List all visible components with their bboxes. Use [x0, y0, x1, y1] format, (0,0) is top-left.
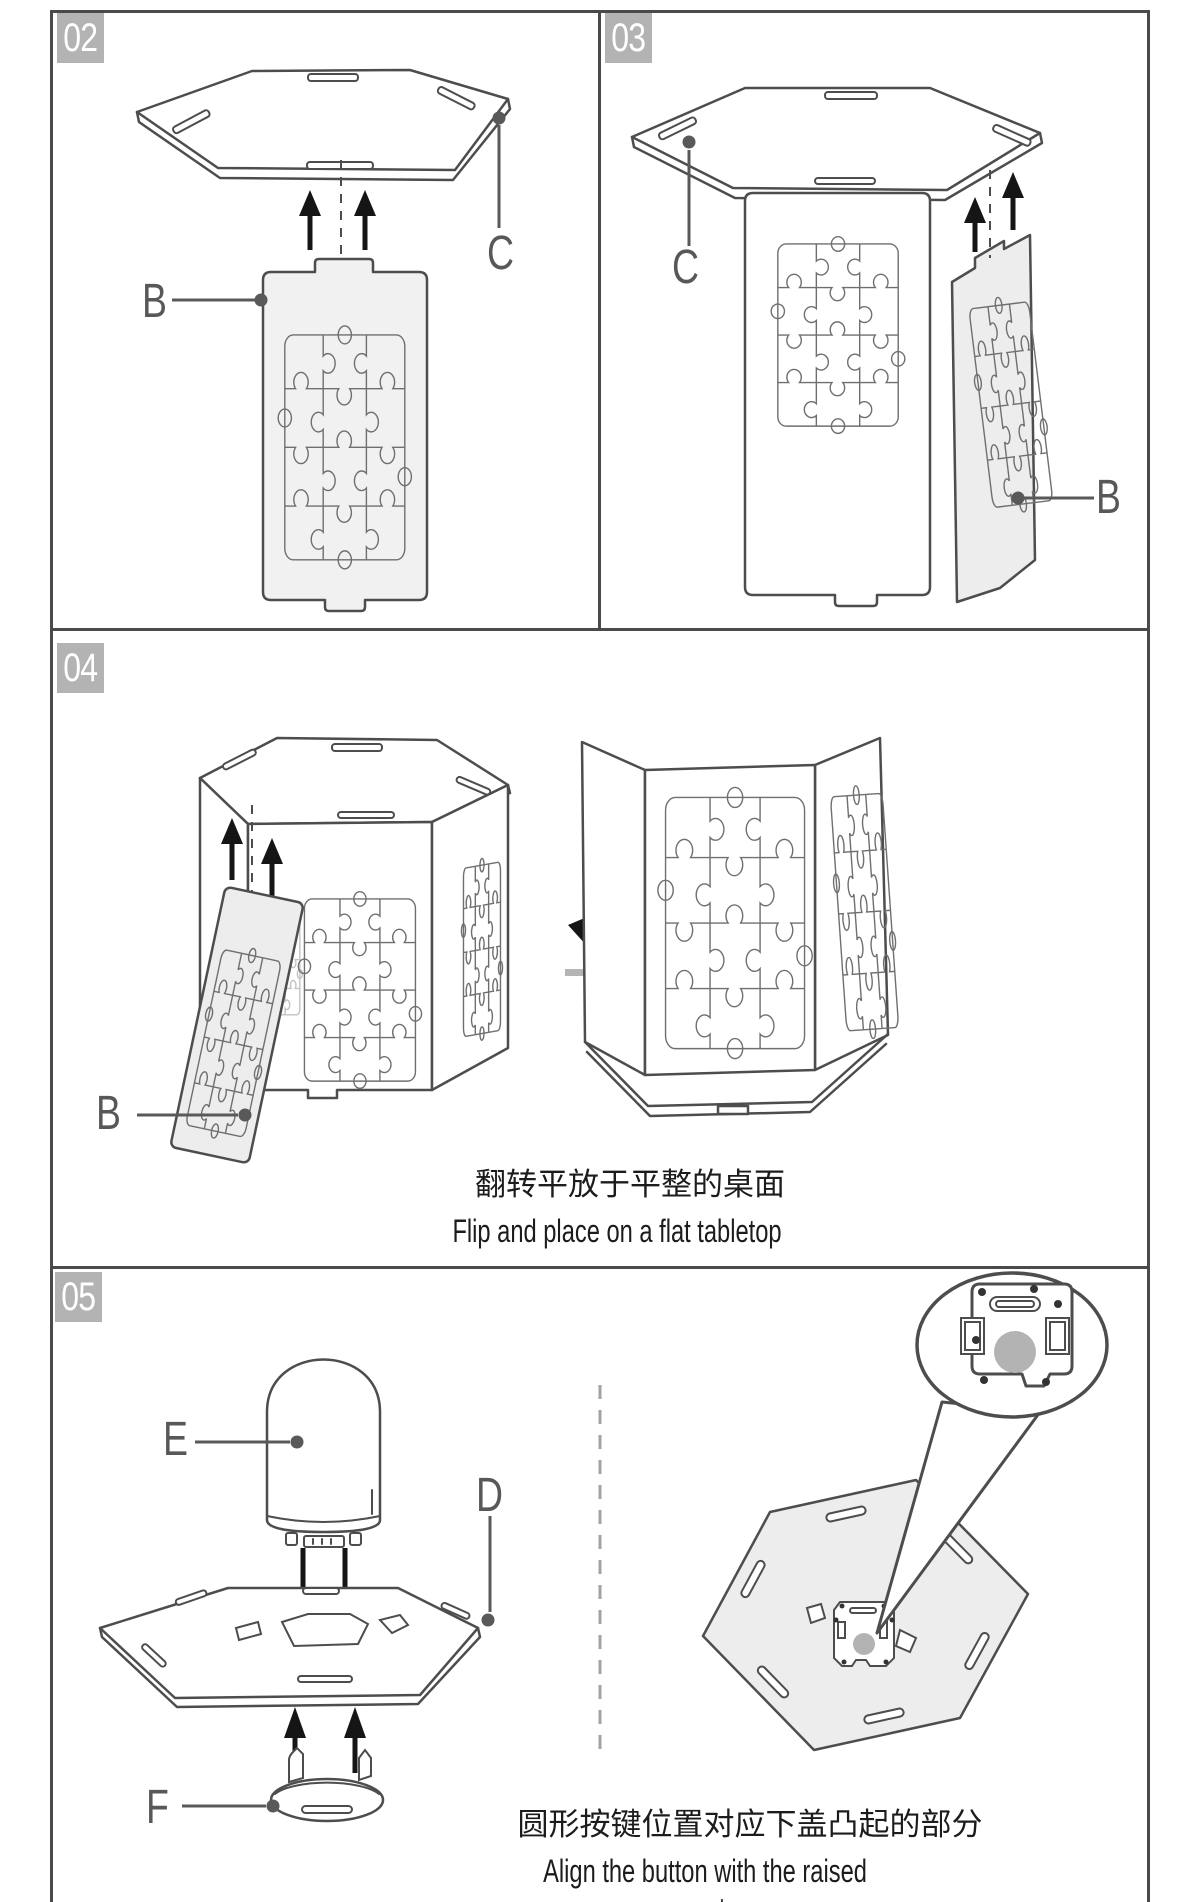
up-arrow	[1002, 172, 1024, 230]
label-c-step03: C	[672, 241, 700, 294]
up-arrow	[284, 1707, 306, 1773]
step-05-badge: 05	[55, 1272, 102, 1322]
label-b-step02: B	[142, 275, 167, 328]
dome-module	[265, 1358, 382, 1534]
label-e-step05: E	[163, 1413, 188, 1466]
step-02-illustration	[135, 68, 512, 613]
panel-front	[743, 191, 932, 608]
step-02-badge: 02	[57, 13, 104, 63]
step-05-caption-en: Align the button with the raised part	[543, 1853, 867, 1902]
border-right	[1147, 10, 1150, 1902]
round-button	[853, 1633, 875, 1655]
step-04-number: 04	[63, 645, 99, 690]
up-arrow	[221, 818, 243, 880]
center-recess	[280, 1613, 370, 1648]
label-f-step05: F	[146, 1781, 169, 1834]
step-03-number: 03	[611, 15, 647, 60]
step-04-caption-en: Flip and place on a flat tabletop	[452, 1213, 782, 1249]
button-disk-f	[269, 1777, 385, 1823]
up-arrow	[299, 190, 321, 250]
hex-plate-d	[98, 1586, 480, 1700]
panel-b	[170, 886, 304, 1164]
label-d-step05: D	[476, 1469, 504, 1522]
step-04-caption-zh: 翻转平放于平整的桌面	[475, 1167, 785, 1202]
step-03-illustration	[630, 86, 1094, 608]
step-05-number: 05	[61, 1274, 97, 1319]
up-arrow	[964, 197, 986, 252]
up-arrow	[261, 838, 283, 902]
divider-02-03	[598, 10, 601, 630]
label-b-step03: B	[1096, 471, 1121, 524]
border-left	[50, 10, 53, 1902]
step-04-badge: 04	[57, 643, 104, 693]
up-arrow	[344, 1707, 366, 1773]
button-mount-magnified	[960, 1282, 1074, 1388]
step-03-badge: 03	[605, 13, 652, 63]
divider-row2-row3	[50, 1266, 1150, 1269]
step-04-illustration	[137, 736, 904, 1164]
step-02-number: 02	[63, 15, 99, 60]
divider-row1-row2	[50, 628, 1150, 631]
label-c-step02: C	[487, 227, 515, 280]
label-b-step04: B	[96, 1087, 121, 1140]
round-button	[994, 1331, 1036, 1373]
up-arrow	[354, 190, 376, 250]
step-05-illustration	[98, 1271, 1109, 1823]
panel-b	[261, 257, 429, 613]
step-05-caption-zh: 圆形按键位置对应下盖凸起的部分	[517, 1807, 983, 1842]
